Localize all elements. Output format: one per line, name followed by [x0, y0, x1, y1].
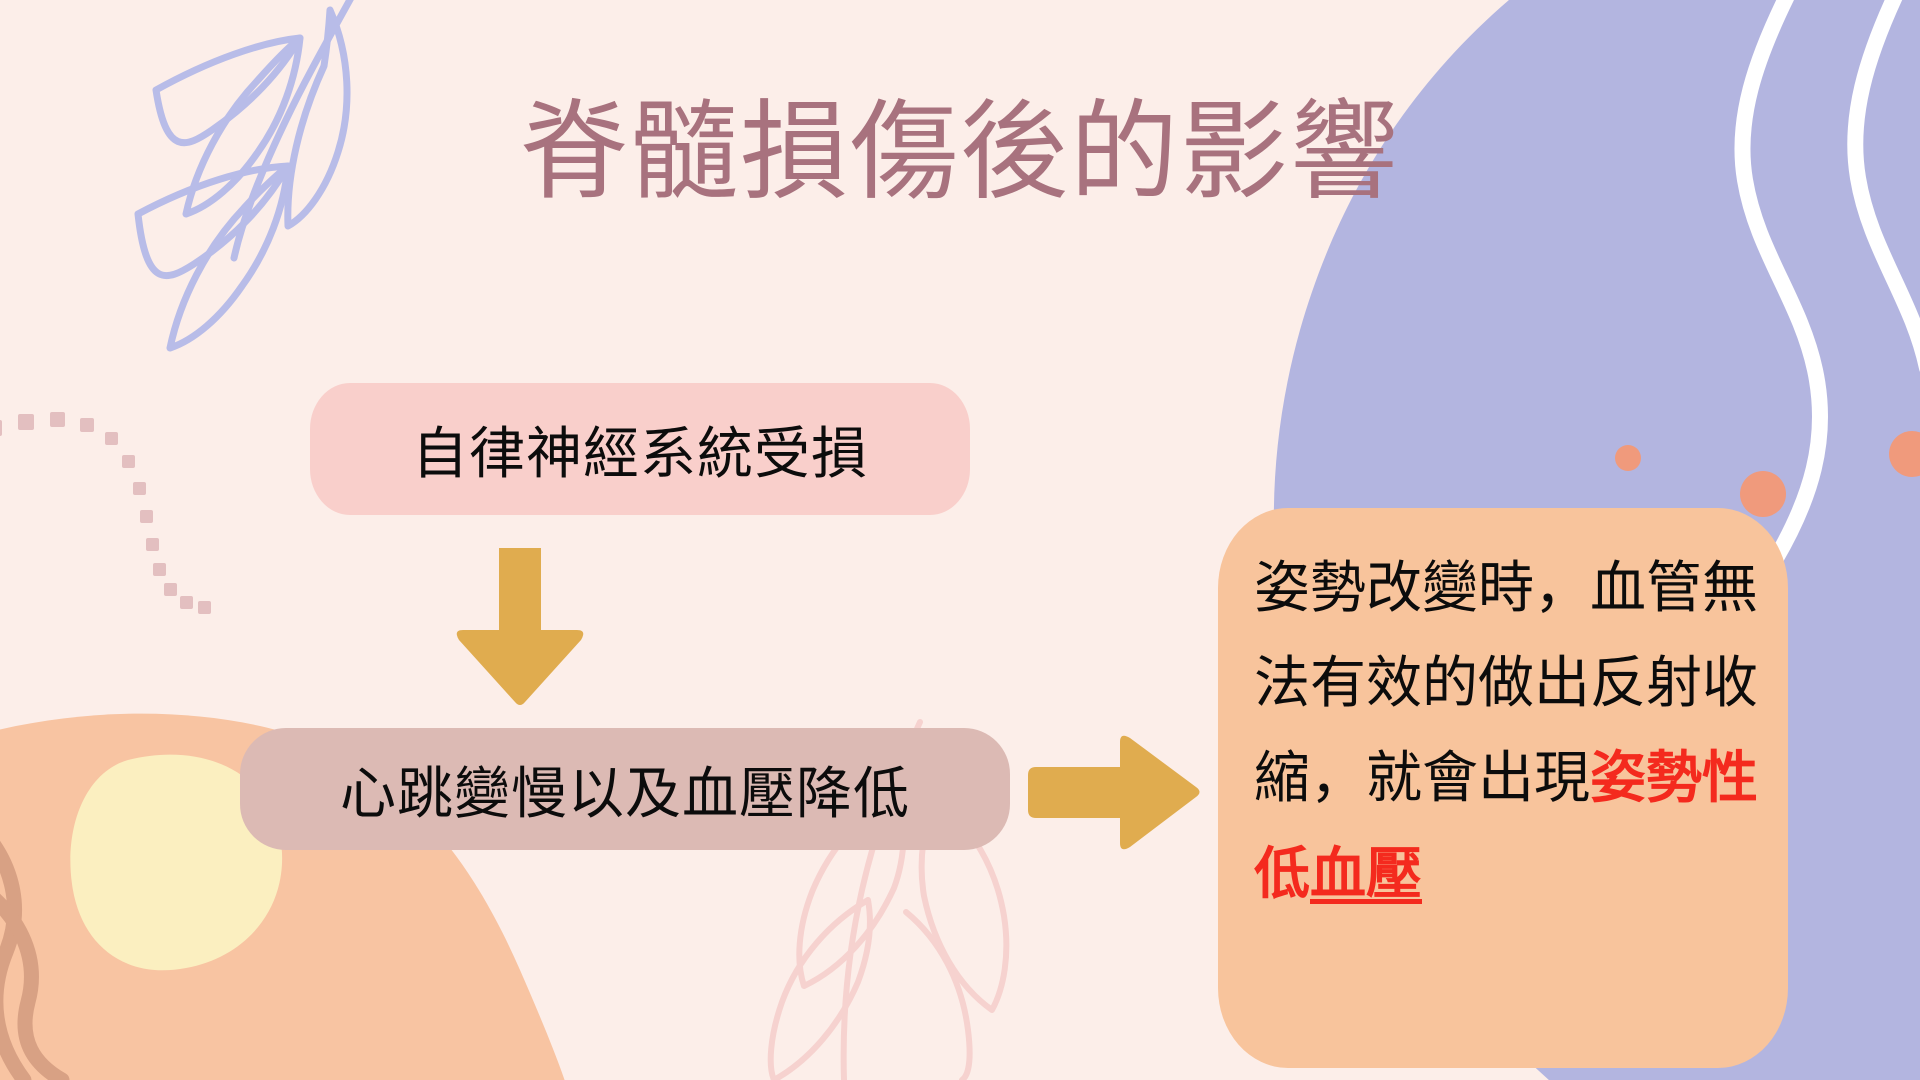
peach-wave-line-1: [0, 841, 32, 1080]
salmon-dot-3: [1615, 445, 1641, 471]
flow-node-bradycardia-hypotension: 心跳變慢以及血壓降低: [240, 728, 1010, 850]
result-text-normal: 姿勢改變時，血管無法有效的做出反射收縮，就會出現: [1254, 556, 1758, 810]
flow-node-autonomic-damage: 自律神經系統受損: [310, 383, 970, 515]
white-wave-line-1: [1734, 0, 1828, 568]
salmon-dot-2: [1889, 431, 1920, 477]
flow-node-autonomic-damage-label: 自律神經系統受損: [412, 421, 868, 485]
result-box-orthostatic-hypotension: 姿勢改變時，血管無法有效的做出反射收縮，就會出現姿勢性低血壓: [1218, 508, 1788, 1068]
flow-node-bradycardia-hypotension-label: 心跳變慢以及血壓降低: [340, 761, 910, 825]
dot-square-trail: [0, 412, 211, 614]
result-text-highlight-underlined: 血壓: [1310, 841, 1422, 905]
down-arrow-icon: [456, 548, 584, 705]
peach-wave-line-2: [0, 893, 70, 1080]
right-arrow-icon: [1028, 735, 1200, 850]
result-text-highlight: 姿勢性低: [1254, 746, 1758, 905]
slide-title: 脊髓損傷後的影響: [519, 91, 1400, 212]
result-box-paragraph: 姿勢改變時，血管無法有效的做出反射收縮，就會出現姿勢性低血壓: [1254, 540, 1760, 921]
salmon-dot-1: [1740, 471, 1786, 517]
